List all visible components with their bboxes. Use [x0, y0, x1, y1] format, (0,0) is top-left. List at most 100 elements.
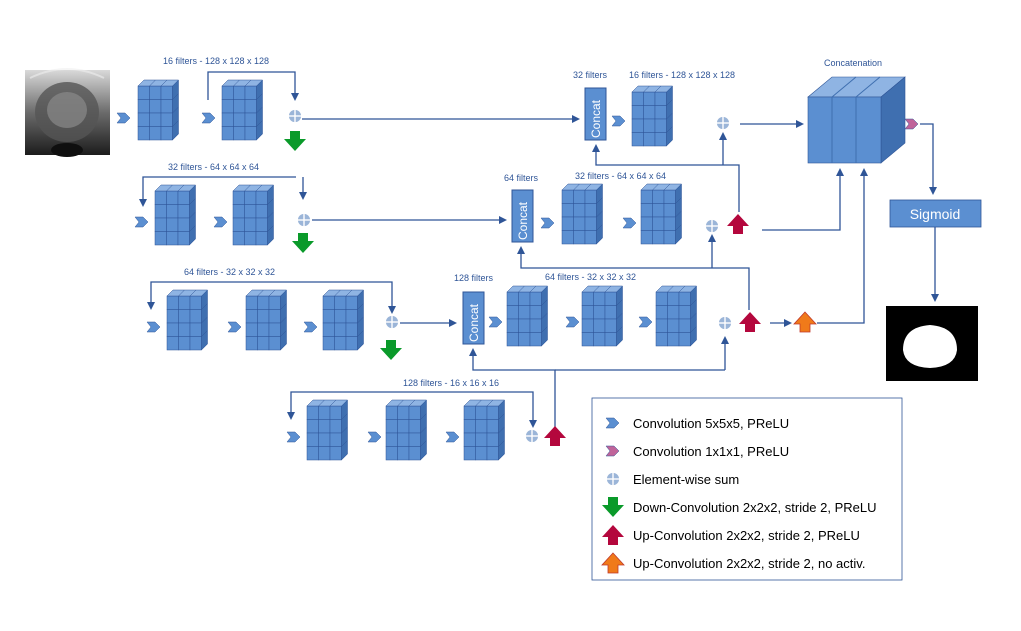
dec2-block-1 [561, 183, 604, 245]
enc4-entry-line [287, 391, 392, 420]
legend-item: Up-Convolution 2x2x2, stride 2, no activ… [601, 552, 865, 574]
sum-icon [705, 219, 719, 233]
concat-box-2: Concat [511, 189, 534, 243]
dec3-up-line [469, 348, 556, 437]
concat-label-2: Concat [516, 201, 530, 240]
dec1-block-1 [631, 85, 674, 147]
legend-item: Up-Convolution 2x2x2, stride 2, PReLU [602, 525, 860, 545]
conv-5x5x5-icon [605, 417, 620, 429]
legend-item: Down-Convolution 2x2x2, stride 2, PReLU [602, 497, 877, 517]
feature-blocks [137, 79, 698, 461]
sum-icon [525, 429, 539, 443]
enc3-block-2 [245, 289, 288, 351]
conv-5x5x5-icon [638, 316, 653, 328]
down-conv-icon [602, 497, 624, 517]
legend-item: Convolution 1x1x1, PReLU [605, 444, 789, 459]
sum-icon [716, 116, 730, 130]
conv-5x5x5-icon [134, 216, 149, 228]
enc2-entry-line [139, 176, 296, 207]
legend-label: Convolution 5x5x5, PReLU [633, 416, 789, 431]
legend-label: Element-wise sum [633, 472, 739, 487]
up-conv-noact-icon [601, 552, 625, 574]
enc3-label: 64 filters - 32 x 32 x 32 [184, 267, 275, 277]
sigmoid-block: Sigmoid [889, 199, 982, 228]
down-conv-icon [284, 131, 306, 151]
dec2-label: 32 filters - 64 x 64 x 64 [575, 171, 666, 181]
concat-box-3: Concat [462, 291, 485, 345]
dec3-to-concat-line [817, 168, 868, 324]
dec2-to-concat-line [762, 168, 844, 231]
dec1-label: 16 filters - 128 x 128 x 128 [629, 70, 735, 80]
concat-to-sigmoid-line [920, 123, 937, 195]
conv-5x5x5-icon [488, 316, 503, 328]
dec3-label: 64 filters - 32 x 32 x 32 [545, 272, 636, 282]
conv-5x5x5-icon [445, 431, 460, 443]
input-image [25, 68, 110, 157]
connection-lines [139, 71, 939, 437]
up-conv-prelu-icon [739, 312, 761, 332]
enc3-block-1 [166, 289, 209, 351]
enc4-residual-line [392, 391, 537, 428]
enc1-label: 16 filters - 128 x 128 x 128 [163, 56, 269, 66]
conv-5x5x5-icon [303, 321, 318, 333]
conv-5x5x5-icon [201, 112, 216, 124]
enc1-residual-line [207, 71, 299, 101]
conv-5x5x5-icon [116, 112, 131, 124]
sum-icon [297, 213, 311, 227]
operation-icons [116, 109, 919, 446]
dec1-concat-label: 32 filters [573, 70, 608, 80]
enc2-block-1 [154, 184, 197, 246]
dec3-block-1 [506, 285, 549, 347]
concat-box-1: Concat [584, 87, 607, 141]
output-mask [886, 306, 978, 381]
dec2-block-2 [640, 183, 683, 245]
down-conv-icon [380, 340, 402, 360]
down-conv-icon [292, 233, 314, 253]
enc2-label: 32 filters - 64 x 64 x 64 [168, 162, 259, 172]
up-conv-prelu-icon [602, 525, 624, 545]
enc1-block-2 [221, 79, 264, 141]
conv-5x5x5-icon [565, 316, 580, 328]
sum-icon [385, 315, 399, 329]
enc3-residual-line [303, 281, 396, 314]
conv-1x1x1-icon [904, 118, 919, 130]
conv-5x5x5-icon [286, 431, 301, 443]
sum-icon [606, 472, 620, 486]
legend-item: Element-wise sum [606, 472, 739, 487]
up-conv-prelu-icon [544, 426, 566, 446]
concatenation-label: Concatenation [824, 58, 882, 68]
conv-5x5x5-icon [622, 217, 637, 229]
legend-label: Convolution 1x1x1, PReLU [633, 444, 789, 459]
dec2-concat-label: 64 filters [504, 173, 539, 183]
conv-5x5x5-icon [146, 321, 161, 333]
up-conv-noact-icon [793, 311, 817, 333]
enc1-block-1 [137, 79, 180, 141]
enc4-block-1 [306, 399, 349, 461]
conv-5x5x5-icon [611, 115, 626, 127]
legend: Convolution 5x5x5, PReLU Convolution 1x1x… [591, 397, 903, 581]
sum-icon [288, 109, 302, 123]
conv-5x5x5-icon [540, 217, 555, 229]
conv-5x5x5-icon [367, 431, 382, 443]
sigmoid-label: Sigmoid [910, 206, 961, 222]
sum-icon [718, 316, 732, 330]
conv-1x1x1-icon [605, 445, 620, 457]
enc4-label: 128 filters - 16 x 16 x 16 [403, 378, 499, 388]
enc4-block-3 [463, 399, 506, 461]
legend-label: Down-Convolution 2x2x2, stride 2, PReLU [633, 500, 877, 515]
dec3-block-3 [655, 285, 698, 347]
dec3-concat-label: 128 filters [454, 273, 494, 283]
enc2-block-2 [232, 184, 275, 246]
enc3-entry-line [147, 281, 303, 310]
enc4-block-2 [385, 399, 428, 461]
legend-label: Up-Convolution 2x2x2, stride 2, PReLU [633, 528, 860, 543]
dec2-up-line [517, 246, 750, 310]
up-conv-prelu-icon [727, 214, 749, 234]
conv-5x5x5-icon [227, 321, 242, 333]
dec1-up-line [592, 144, 740, 212]
legend-item: Convolution 5x5x5, PReLU [605, 416, 789, 431]
conv-5x5x5-icon [213, 216, 228, 228]
concat-label-1: Concat [589, 99, 603, 138]
